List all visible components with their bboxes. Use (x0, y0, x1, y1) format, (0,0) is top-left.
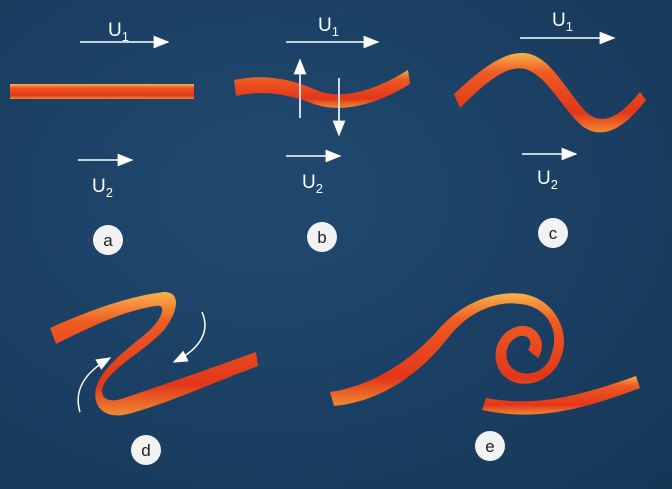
panel-c: U1 U2 c (454, 10, 646, 248)
u1-label-b: U1 (318, 15, 339, 39)
ribbon-b (234, 70, 410, 108)
ribbon-e-tail (482, 376, 640, 415)
u2-label-b: U2 (302, 172, 323, 196)
u2-label-a: U2 (92, 176, 113, 200)
panel-b: U1 U2 b (234, 15, 410, 252)
panel-a: U1 U2 a (10, 20, 194, 255)
rotation-arrow-right-d (172, 311, 206, 363)
letter-d: d (141, 441, 150, 460)
letter-circle-c (538, 218, 568, 248)
letter-a: a (103, 231, 113, 250)
rotation-arrow-left-d (77, 357, 112, 413)
u1-label-c: U1 (552, 10, 573, 34)
letter-c: c (549, 224, 558, 243)
ribbon-d (50, 292, 258, 416)
ribbon-c (454, 53, 646, 133)
letter-e: e (485, 437, 494, 456)
letter-circle-a (93, 225, 123, 255)
letter-circle-e (475, 431, 505, 461)
letter-circle-b (307, 222, 337, 252)
panel-d: d (50, 292, 258, 465)
u2-label-c: U2 (537, 168, 558, 192)
u1-label-a: U1 (108, 20, 129, 44)
panel-e: e (330, 293, 640, 461)
ribbon-a (10, 84, 194, 99)
ribbon-e-spiral (330, 293, 564, 406)
letter-b: b (317, 228, 326, 247)
letter-circle-d (131, 435, 161, 465)
